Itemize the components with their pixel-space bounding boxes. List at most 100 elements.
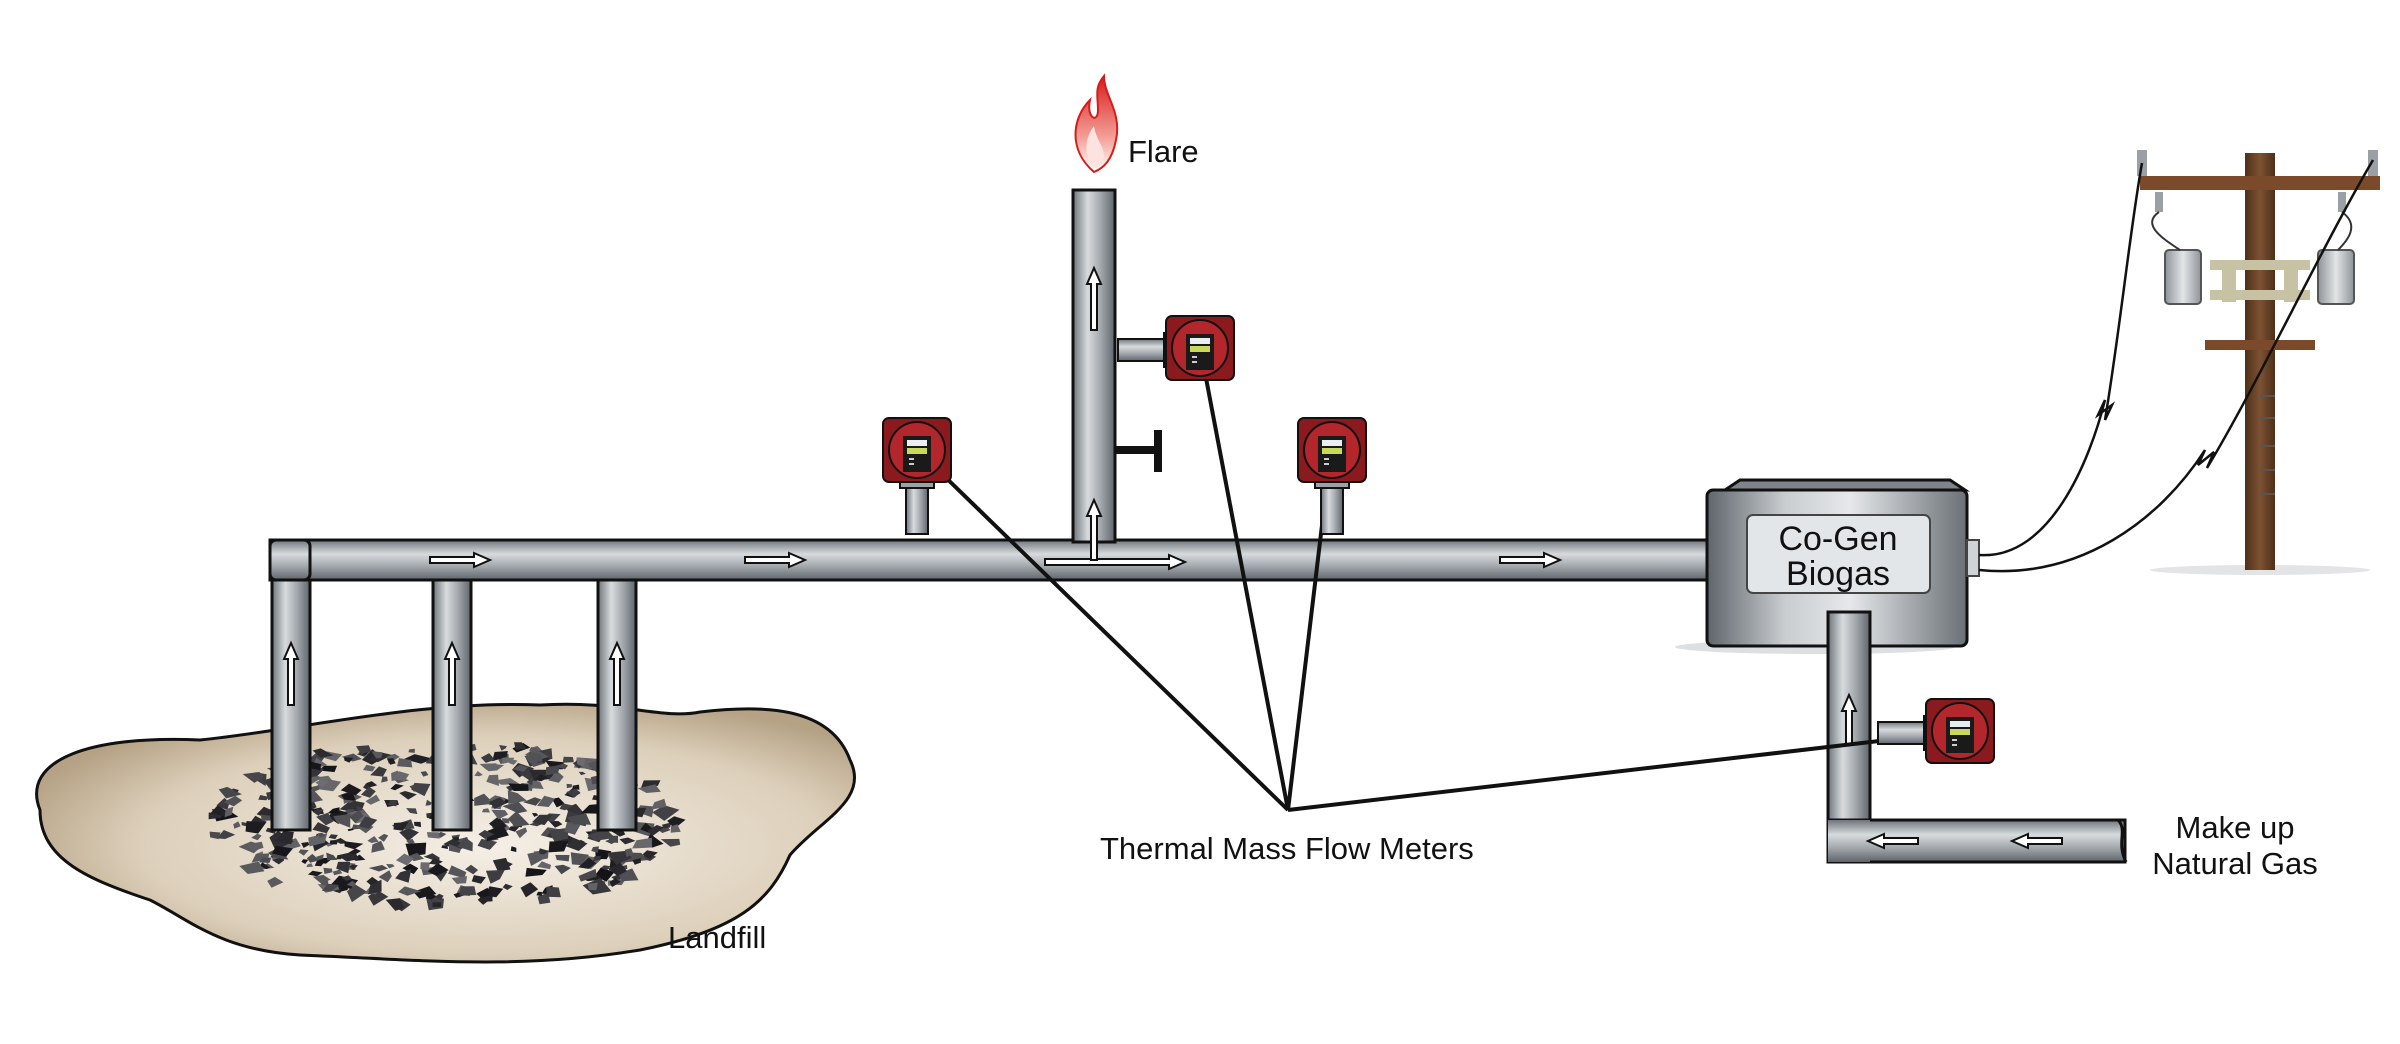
debris-piece <box>566 788 581 798</box>
debris-piece <box>361 786 376 798</box>
debris-piece <box>414 821 422 828</box>
debris-piece <box>434 893 444 900</box>
flow-arrow-icon <box>1840 692 1858 746</box>
debris-piece <box>370 766 387 777</box>
debris-piece <box>387 758 396 765</box>
debris-piece <box>491 809 509 820</box>
debris-piece <box>578 868 597 882</box>
debris-piece <box>523 797 542 806</box>
meter-leader-lines <box>936 377 1923 812</box>
debris-piece <box>272 845 293 857</box>
gas-wells <box>270 578 638 832</box>
debris-piece <box>609 878 621 887</box>
debris-piece <box>508 783 529 791</box>
debris-piece <box>428 858 443 865</box>
utility-pole-icon <box>2137 150 2380 575</box>
debris-piece <box>538 848 549 855</box>
debris-piece <box>486 824 509 842</box>
debris-piece <box>316 854 324 860</box>
debris-piece <box>420 862 430 872</box>
debris-piece <box>399 828 419 842</box>
debris-piece <box>368 865 388 872</box>
debris-piece <box>378 870 392 883</box>
debris-piece <box>319 765 338 773</box>
debris-piece <box>566 783 572 789</box>
debris-piece <box>316 812 334 826</box>
debris-piece <box>548 820 563 828</box>
debris-piece <box>554 864 571 875</box>
debris-piece <box>343 757 354 763</box>
debris-piece <box>365 794 380 805</box>
debris-piece <box>667 816 686 829</box>
debris-piece <box>406 838 415 844</box>
debris-piece <box>209 831 221 840</box>
debris-piece <box>527 751 543 762</box>
debris-piece <box>395 869 412 883</box>
debris-piece <box>507 811 530 827</box>
debris-piece <box>345 809 355 813</box>
debris-piece <box>328 834 338 840</box>
debris-piece <box>647 825 664 837</box>
debris-piece <box>356 745 372 755</box>
debris-piece <box>531 780 544 789</box>
debris-piece <box>515 827 528 839</box>
flare-stack <box>1071 188 1162 544</box>
debris-piece <box>477 838 498 850</box>
debris-piece <box>527 851 543 866</box>
debris-piece <box>402 863 419 875</box>
debris-piece <box>510 846 517 852</box>
debris-piece <box>537 861 552 870</box>
debris-piece <box>210 805 228 817</box>
debris-piece <box>492 857 511 872</box>
debris-piece <box>363 783 370 790</box>
debris-piece <box>347 884 367 903</box>
debris-piece <box>474 793 494 806</box>
debris-piece <box>426 832 440 839</box>
debris-piece <box>312 822 330 834</box>
debris-piece <box>425 799 432 806</box>
flow-arrow-icon <box>429 551 493 569</box>
debris-piece <box>478 830 495 839</box>
debris-piece <box>396 853 414 866</box>
debris-piece <box>340 783 362 796</box>
debris-piece <box>532 813 539 817</box>
debris-piece <box>411 782 431 797</box>
debris-piece <box>632 837 652 849</box>
debris-piece <box>393 821 409 831</box>
debris-piece <box>448 865 467 879</box>
debris-piece <box>239 861 265 874</box>
debris-piece <box>301 842 310 848</box>
debris-piece <box>425 892 437 900</box>
debris-piece <box>267 876 284 888</box>
flow-arrow-icon <box>744 551 808 569</box>
meters-label: Thermal Mass Flow Meters <box>1100 831 1474 866</box>
debris-piece <box>608 835 619 843</box>
debris-piece <box>399 791 417 800</box>
debris-piece <box>587 829 616 841</box>
debris-piece <box>318 832 326 838</box>
debris-piece <box>566 813 592 825</box>
debris-piece <box>307 870 323 877</box>
debris-piece <box>520 882 539 898</box>
debris-piece <box>545 765 561 776</box>
debris-piece <box>246 841 264 852</box>
debris-piece <box>565 837 588 851</box>
debris-piece <box>355 806 365 811</box>
debris-piece <box>587 882 598 891</box>
debris-piece <box>508 825 521 832</box>
debris-piece <box>482 808 490 813</box>
debris-piece <box>272 856 285 865</box>
debris-piece <box>624 848 634 858</box>
debris-piece <box>485 869 505 884</box>
debris-piece <box>592 856 601 862</box>
debris-piece <box>525 867 547 877</box>
debris-piece <box>223 795 243 807</box>
debris-piece <box>258 857 272 863</box>
debris-piece <box>578 857 597 869</box>
debris-piece <box>251 853 270 863</box>
debris-piece <box>388 800 397 807</box>
debris-piece <box>535 774 548 782</box>
debris-piece <box>339 800 365 814</box>
debris-piece <box>321 883 340 892</box>
